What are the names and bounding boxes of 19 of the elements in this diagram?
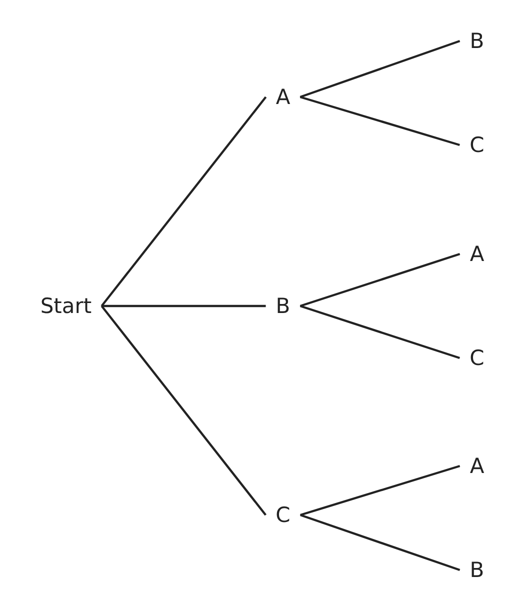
branch-line: [300, 252, 460, 308]
node-label: B: [460, 555, 494, 585]
node-label: C: [460, 343, 494, 373]
node-label: C: [460, 130, 494, 160]
node-label: A: [460, 239, 494, 269]
node-label: A: [266, 82, 300, 112]
node-label: B: [460, 26, 494, 56]
branch-line: [300, 514, 460, 572]
node-label: B: [266, 291, 300, 321]
branch-line: [100, 305, 267, 516]
branch-line: [300, 40, 460, 98]
branch-line: [300, 464, 460, 516]
branch-line: [100, 96, 267, 307]
branch-line: [102, 304, 266, 308]
branch-line: [300, 304, 460, 360]
branch-line: [300, 96, 460, 146]
node-label: Start: [30, 291, 102, 321]
node-label: A: [460, 451, 494, 481]
node-label: C: [266, 500, 300, 530]
